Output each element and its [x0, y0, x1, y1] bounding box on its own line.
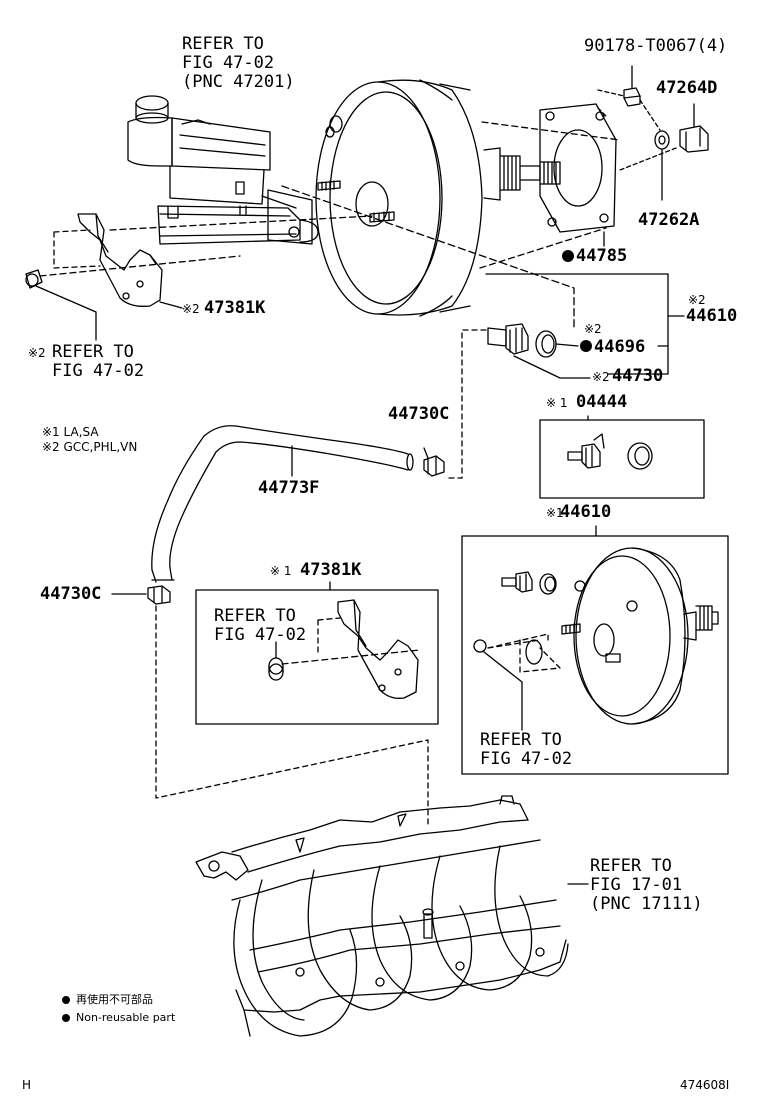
label-ref-booster-box-1: REFER TO	[480, 730, 562, 750]
label-ref-manifold-2: FIG 17-01	[590, 875, 683, 895]
non-reusable-mark-44696	[580, 340, 592, 352]
non-reusable-mark-44785	[562, 250, 574, 262]
label-ref-master-cylinder-1: REFER TO	[182, 34, 264, 54]
label-ref-bracket-1: REFER TO	[52, 342, 134, 362]
label-part-47381k-bottom: 47381K	[300, 560, 362, 580]
label-ref-box-bracket-2: FIG 47-02	[214, 625, 307, 645]
dashed-guide-check-valve	[281, 185, 575, 331]
leader-44730	[513, 355, 591, 379]
gasket-44785-drawing	[539, 103, 617, 233]
label-mark-47381k-bottom: ※ 1	[270, 564, 292, 578]
leader-ref-bracket	[35, 285, 97, 341]
label-part-47381k-top: 47381K	[204, 298, 266, 318]
label-mark-ref-bracket: ※2	[28, 346, 46, 360]
intake-manifold-drawing	[195, 795, 569, 1037]
label-mark-44696: ※2	[584, 322, 602, 336]
label-part-44773f: 44773F	[258, 478, 320, 498]
dashed-guide-manifold	[155, 605, 429, 827]
leader-44730c-upper	[423, 447, 429, 459]
footer-left-code: H	[22, 1078, 32, 1092]
bracket-47381k-top-drawing	[25, 213, 373, 307]
note-1: ※1 LA,SA	[42, 425, 99, 439]
label-part-44730: 44730	[612, 366, 664, 386]
master-cylinder-drawing	[127, 95, 395, 245]
label-ref-booster-box-2: FIG 47-02	[480, 749, 573, 769]
label-part-04444: 04444	[576, 392, 628, 412]
label-mark-44610-bottom: ※1	[546, 506, 564, 520]
label-mark-44610-top: ※2	[688, 293, 706, 307]
brake-booster-top-drawing	[315, 79, 621, 317]
legend-text-en: Non-reusable part	[76, 1011, 176, 1024]
check-valve-kit-drawing	[567, 433, 653, 470]
box-44610-bottom	[461, 535, 729, 775]
box-47381k-bottom	[195, 589, 439, 725]
bracket-47381k-bottom-drawing	[268, 599, 421, 699]
label-mark-47381k-top: ※2	[182, 302, 200, 316]
legend-dot-jp	[62, 996, 70, 1004]
leader-47381k-top	[159, 301, 183, 309]
label-part-47262a: 47262A	[638, 210, 700, 230]
check-valve-44730-drawing	[487, 323, 557, 358]
label-part-90178-t0067: 90178-T0067(4)	[584, 36, 728, 56]
legend-dot-en	[62, 1014, 70, 1022]
label-part-44730c-lower: 44730C	[40, 584, 102, 604]
label-ref-manifold-3: (PNC 17111)	[590, 894, 703, 914]
bracket-44610-top	[485, 273, 669, 375]
label-part-44785: 44785	[576, 246, 628, 266]
label-mark-44730: ※2	[592, 370, 610, 384]
leader-ref-booster-box	[483, 651, 523, 731]
brake-booster-bottom-drawing	[473, 547, 719, 725]
vacuum-hose-44773f-drawing	[151, 425, 414, 583]
hose-clamp-lower-drawing	[147, 585, 171, 605]
nuts-and-clips-drawing	[597, 65, 709, 201]
label-ref-bracket-2: FIG 47-02	[52, 361, 145, 381]
label-ref-master-cylinder-3: (PNC 47201)	[182, 72, 295, 92]
legend-text-jp: 再使用不可部品	[76, 993, 153, 1006]
label-mark-04444: ※ 1	[546, 396, 568, 410]
label-ref-box-bracket-1: REFER TO	[214, 606, 296, 626]
label-part-44730c-upper: 44730C	[388, 404, 450, 424]
label-part-47264d: 47264D	[656, 78, 718, 98]
label-part-44696: 44696	[594, 337, 646, 357]
hose-clamp-upper-drawing	[423, 455, 445, 477]
label-ref-master-cylinder-2: FIG 47-02	[182, 53, 275, 73]
leader-44696-short	[555, 343, 579, 347]
label-ref-manifold-1: REFER TO	[590, 856, 672, 876]
box-04444	[539, 419, 705, 499]
note-2: ※2 GCC,PHL,VN	[42, 440, 138, 454]
label-part-44610-top: 44610	[686, 306, 738, 326]
footer-figure-id: 474608I	[680, 1078, 730, 1092]
label-part-44610-bottom: 44610	[560, 502, 612, 522]
dashed-guide-hose-upper	[445, 329, 487, 479]
